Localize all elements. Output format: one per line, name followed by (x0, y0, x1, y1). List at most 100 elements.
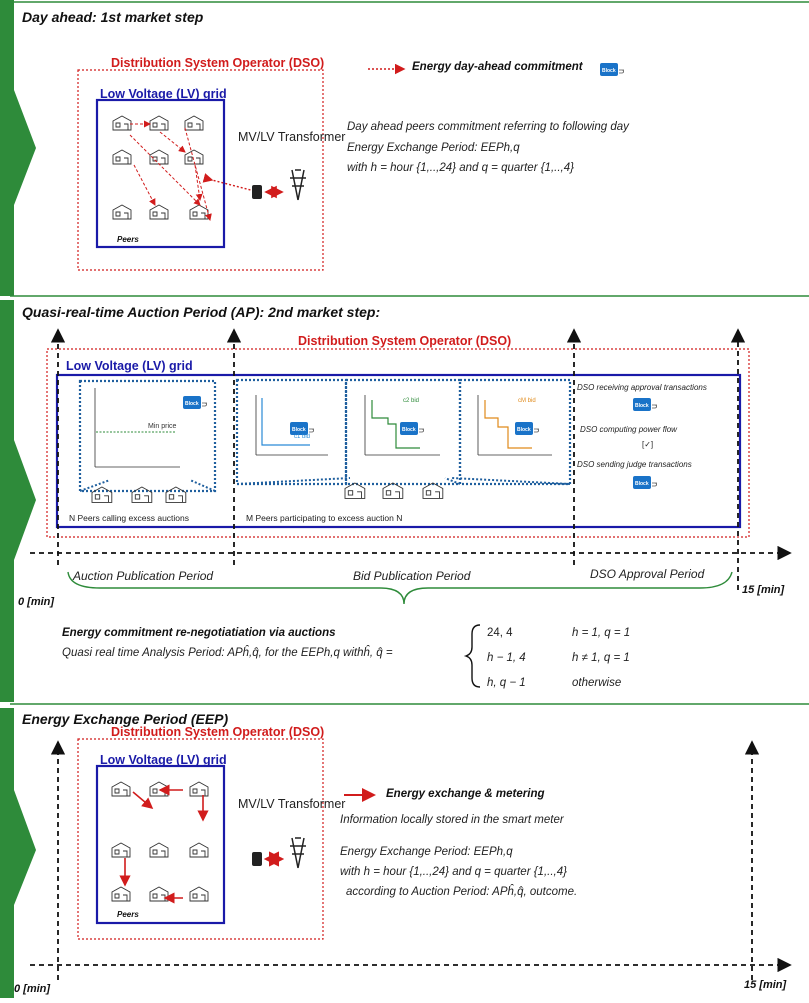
house-icon (422, 482, 444, 499)
dso-label-2: Distribution System Operator (DSO) (298, 334, 512, 348)
panel-funnel-lines (79, 477, 571, 492)
house-icon (165, 486, 187, 503)
s1-desc-1: Day ahead peers commitment referring to … (347, 121, 629, 133)
lv-label-1: Low Voltage (LV) grid (100, 87, 227, 101)
svg-text:Block: Block (602, 68, 616, 74)
house-icon (131, 486, 153, 503)
blockchain-icon: Block (515, 422, 539, 435)
house-icon (112, 204, 132, 220)
peers-label-1: Peers (117, 235, 139, 244)
house-icon (344, 482, 366, 499)
period-brace (67, 571, 733, 605)
houses-section2 (91, 482, 444, 503)
s1-desc-2: Energy Exchange Period: EEPh,q (347, 142, 520, 154)
reneg-label: Energy commitment re-negotiatiation via … (62, 627, 336, 639)
lv-box-3 (95, 764, 226, 925)
legend-commitment: Energy day-ahead commitment (412, 61, 583, 73)
house-icon (184, 149, 204, 165)
legend-exchange: Energy exchange & metering (386, 788, 545, 800)
mini-chart-3 (364, 395, 440, 456)
house-icon (189, 781, 209, 797)
transformer-device-3 (252, 837, 306, 869)
section1-chevron (0, 0, 36, 296)
peers-label-3: Peers (117, 910, 139, 919)
house-icon (149, 149, 169, 165)
case-2-val: h − 1, 4 (487, 652, 526, 664)
house-icon (112, 115, 132, 131)
power-flow-check: [✓] (642, 440, 654, 449)
dso-box-2 (46, 348, 750, 538)
house-icon (91, 486, 113, 503)
dso-sending-label: DSO sending judge transactions (577, 460, 692, 469)
transformer-label-1: MV/LV Transformer (238, 130, 346, 144)
house-icon (189, 842, 209, 858)
svg-text:Block: Block (185, 401, 199, 407)
red-solid-arrows-3 (119, 784, 209, 904)
blockchain-icon: Block (600, 63, 624, 76)
house-icon (149, 842, 169, 858)
house-icon (382, 482, 404, 499)
section2-title: Quasi-real-time Auction Period (AP): 2nd… (22, 304, 381, 320)
house-icon (112, 149, 132, 165)
n-peers-label: N Peers calling excess auctions (69, 513, 190, 523)
svg-text:Block: Block (402, 427, 416, 433)
period-dso-approval: DSO Approval Period (590, 567, 705, 581)
house-icon (111, 842, 131, 858)
case-2-cond: h ≠ 1, q = 1 (572, 652, 630, 664)
blockchain-icon: Block (633, 476, 657, 489)
svg-text:Block: Block (635, 403, 649, 409)
svg-text:Block: Block (517, 427, 531, 433)
dso-computing-label: DSO computing power flow (580, 425, 677, 434)
mini-chart-2 (255, 395, 328, 456)
period-bid-publication: Bid Publication Period (353, 569, 471, 583)
house-icon (111, 886, 131, 902)
section3-title: Energy Exchange Period (EEP) (22, 711, 229, 727)
svg-text:Block: Block (635, 481, 649, 487)
house-icon (189, 886, 209, 902)
period-auction-publication: Auction Publication Period (73, 569, 214, 583)
bid-chart-panel-3 (458, 378, 572, 486)
lv-label-2: Low Voltage (LV) grid (66, 359, 193, 373)
quasi-line: Quasi real time Analysis Period: APĥ,q̂,… (62, 647, 393, 659)
blockchain-icon: Block (290, 422, 314, 435)
mini-chart-4 (477, 395, 552, 456)
min-price-label: Min price (148, 423, 177, 430)
s1-desc-3: with h = hour {1,..,24} and q = quarter … (347, 162, 574, 174)
auction-chart-panel (78, 379, 217, 493)
case-1-val: 24, 4 (487, 627, 513, 639)
mini-chart-1 (94, 388, 180, 468)
section1-title: Day ahead: 1st market step (22, 9, 204, 25)
s3-desc-3: with h = hour {1,..,24} and q = quarter … (340, 866, 567, 878)
dso-receiving-label: DSO receiving approval transactions (577, 383, 707, 392)
transformer-label-3: MV/LV Transformer (238, 797, 346, 811)
houses-section1 (112, 115, 209, 220)
lv-label-3: Low Voltage (LV) grid (100, 753, 227, 767)
bid1-label: c1 bid (294, 434, 311, 440)
s3-desc-1: Information locally stored in the smart … (340, 814, 564, 826)
lv-box-1 (95, 98, 226, 249)
house-icon (149, 115, 169, 131)
lv-box-2 (55, 373, 742, 529)
dso-box-1 (77, 69, 324, 271)
axis-start-2: 0 [min] (18, 596, 55, 608)
m-peers-label: M Peers participating to excess auction … (246, 513, 403, 523)
case-1-cond: h = 1, q = 1 (572, 627, 631, 639)
s3-desc-4: according to Auction Period: APĥ,q̂, out… (346, 886, 578, 898)
dso-label-3: Distribution System Operator (DSO) (111, 725, 325, 739)
blockchain-icon: Block (183, 396, 207, 409)
axis-end-2: 15 [min] (742, 584, 785, 596)
s3-desc-2: Energy Exchange Period: EEPh,q (340, 846, 513, 858)
blockchain-icon: Block (633, 398, 657, 411)
axis-start-3: 0 [min] (14, 983, 51, 995)
dso-box-3 (77, 738, 324, 940)
section2-chevron (0, 300, 36, 702)
blockchain-icon: Block (400, 422, 424, 435)
bid2-label: c2 bid (403, 398, 420, 404)
svg-text:Block: Block (292, 427, 306, 433)
case-3-cond: otherwise (572, 677, 622, 689)
axis-end-3: 15 [min] (744, 979, 787, 991)
red-dashed-arrows-1 (129, 120, 212, 221)
